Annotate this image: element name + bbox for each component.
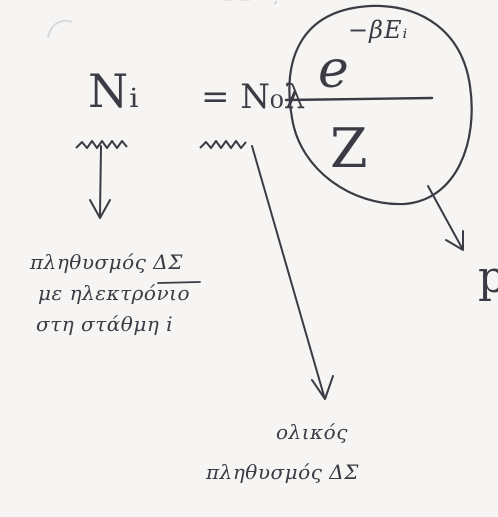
arrow-ni-head (89, 199, 111, 219)
wavy-underline-ni (75, 140, 128, 149)
fraction-bar (284, 96, 434, 102)
arrow-nol-head (311, 375, 334, 400)
annotation-left-line3: στη στάθμη i (36, 312, 174, 336)
arrow-circle-head (445, 230, 464, 251)
wavy-underline-nol (199, 140, 247, 149)
delta-sigma-underline (157, 281, 201, 284)
annotation-bottom-line1: ολικός (276, 420, 348, 444)
arrow-ni-shaft (99, 145, 102, 216)
fraction-exponent: −βEᵢ (348, 16, 409, 44)
annotation-left-line1: πληθυσμός ΔΣ (30, 250, 183, 274)
fraction-denominator: Z (330, 117, 368, 180)
annotation-right: p (478, 252, 498, 303)
fraction-circle (288, 4, 473, 206)
equation-rhs: = N₀λ (201, 77, 306, 117)
annotation-bottom-line2: πληθυσμός ΔΣ (206, 460, 359, 484)
annotation-left-line2: με ηλεκτρόνιο (38, 281, 190, 305)
top-edge-fragment: · — — · · , (214, 0, 278, 5)
punch-hole-mark (47, 19, 73, 39)
arrow-nol-shaft (251, 145, 325, 397)
equation-lhs: Nᵢ (88, 64, 140, 118)
arrow-circle-shaft (427, 185, 463, 249)
fraction-numerator: e (318, 40, 349, 100)
